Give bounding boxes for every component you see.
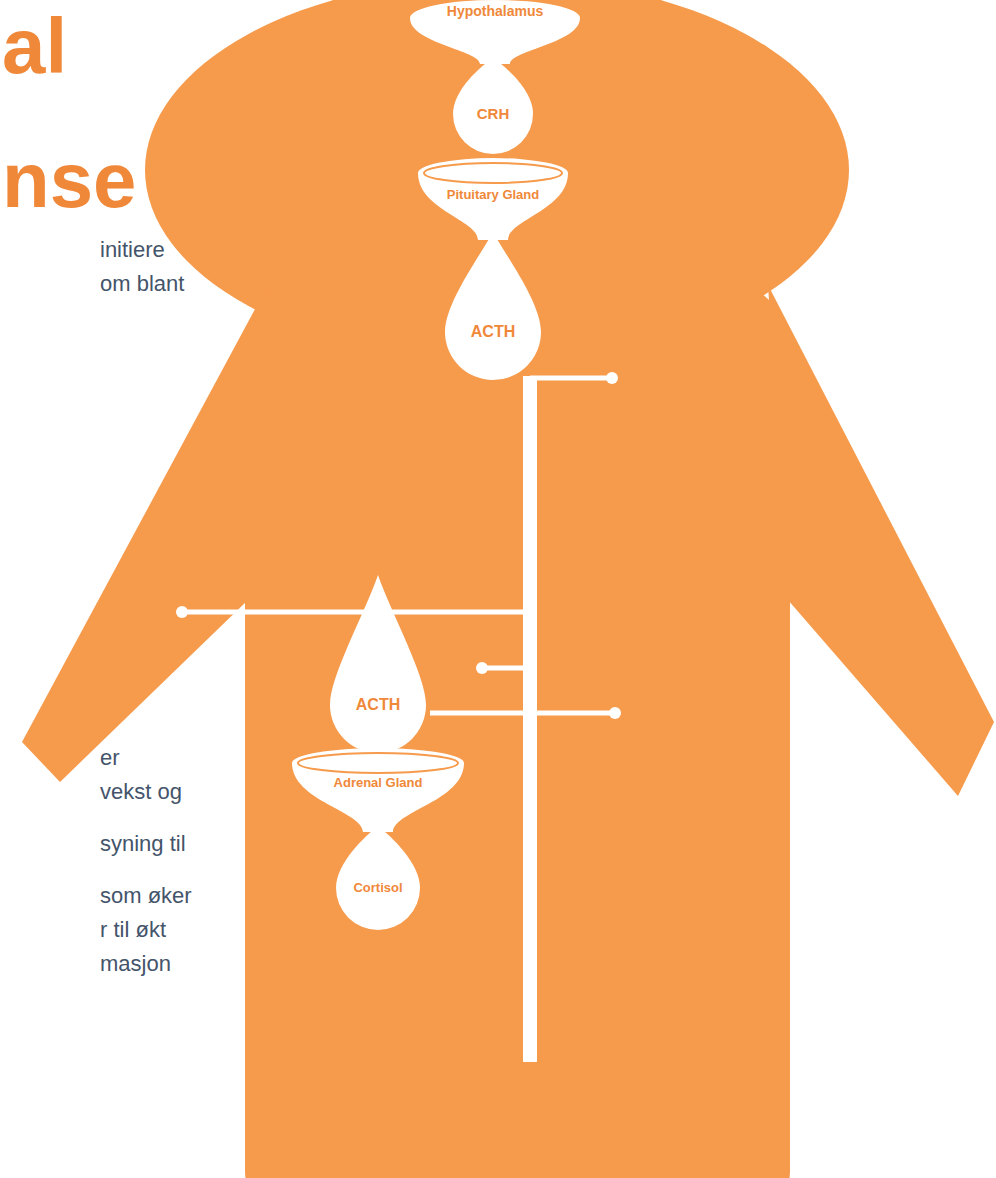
- torso-shape: [245, 280, 790, 1178]
- branch-dot: [176, 606, 188, 618]
- title-fragment: al: [2, 4, 67, 90]
- hormone-name: ACTH: [445, 323, 541, 341]
- text-fragment: vekst og: [100, 780, 182, 804]
- drop-outline: [330, 575, 426, 753]
- drop-outline: [445, 232, 541, 380]
- title-fragment: nse: [2, 138, 136, 224]
- text-fragment: som øker: [100, 884, 192, 908]
- right-arm: [768, 285, 994, 796]
- hormone-name: CRH: [453, 106, 533, 123]
- hormone-name: ACTH: [330, 696, 426, 714]
- hormone-drop: Cortisol: [336, 826, 420, 930]
- hormone-drop: CRH: [453, 58, 533, 154]
- left-arm: [22, 285, 268, 782]
- text-fragment: r til økt: [100, 918, 166, 942]
- funnel-outline: [418, 158, 568, 240]
- signal-trunk: [523, 376, 537, 1062]
- drop-shape: [330, 575, 426, 753]
- drop-shape: [336, 826, 420, 930]
- hormone-drop: ACTH: [330, 575, 426, 753]
- drop-outline: [336, 826, 420, 930]
- gland-name: Pituitary Gland: [418, 188, 568, 202]
- gland-funnel: Hypothalamus: [410, 0, 580, 64]
- funnel-outline: [292, 748, 464, 832]
- text-fragment: initiere: [100, 238, 165, 262]
- text-fragment: syning til: [100, 832, 186, 856]
- hormone-name: Cortisol: [336, 881, 420, 895]
- signal-branch: [180, 610, 530, 615]
- funnel-outline: [410, 0, 580, 64]
- text-fragment: om blant: [100, 272, 184, 296]
- branch-dot: [609, 707, 621, 719]
- signal-branch: [530, 376, 612, 381]
- gland-name: Adrenal Gland: [292, 776, 464, 790]
- drop-shape: [445, 232, 541, 380]
- hormone-drop: ACTH: [445, 232, 541, 380]
- gland-funnel: Pituitary Gland: [418, 158, 568, 240]
- gland-name: Hypothalamus: [410, 4, 580, 19]
- funnel-rim: [424, 163, 562, 183]
- text-fragment: er: [100, 746, 120, 770]
- branch-dot: [476, 662, 488, 674]
- branch-dot: [606, 372, 618, 384]
- signal-branch: [430, 711, 615, 716]
- funnel-rim: [298, 753, 458, 773]
- drop-outline: [453, 58, 533, 154]
- text-fragment: masjon: [100, 952, 171, 976]
- gland-funnel: Adrenal Gland: [292, 748, 464, 832]
